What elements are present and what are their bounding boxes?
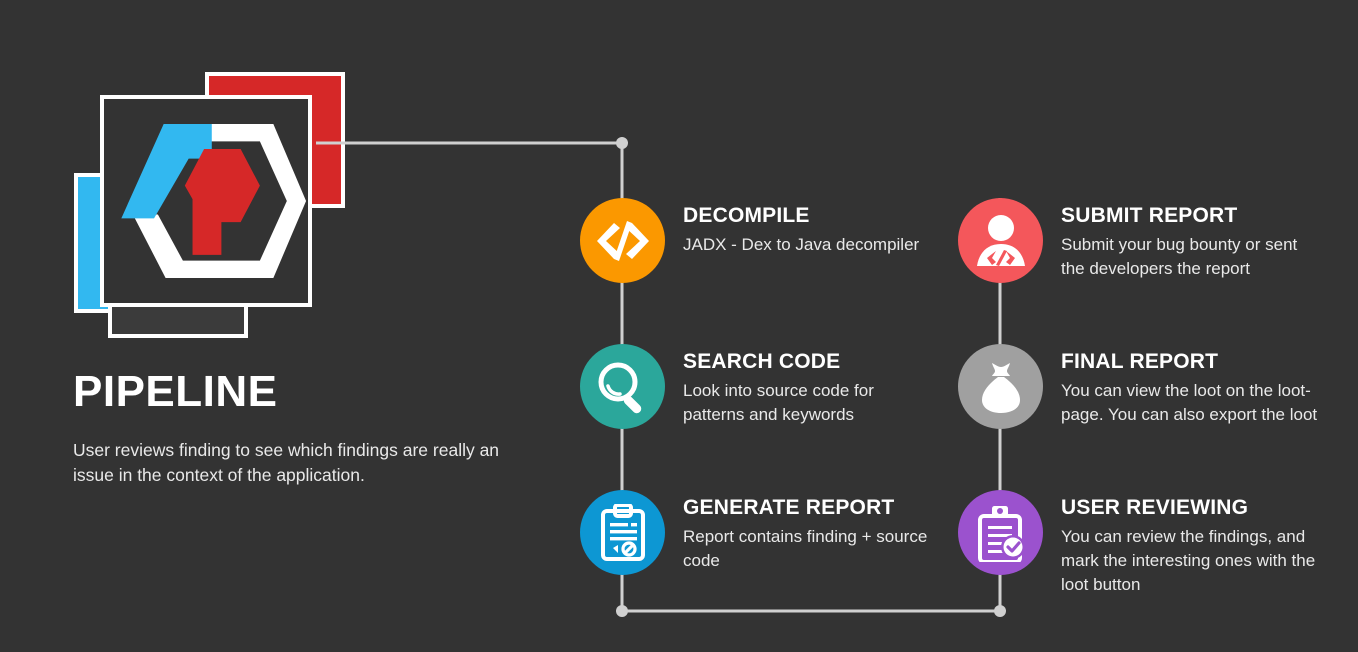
decompile-icon-circle[interactable]: [580, 198, 665, 283]
generate-report-text: GENERATE REPORT Report contains finding …: [665, 490, 935, 573]
submit-report-title: SUBMIT REPORT: [1061, 204, 1238, 227]
connector-dot-bottom-right: [994, 605, 1006, 617]
search-code-desc: Look into source code for patterns and k…: [683, 381, 874, 425]
clipboard-report-icon: [600, 503, 645, 561]
generate-report-desc: Report contains finding + source code: [683, 527, 928, 571]
step-generate-report[interactable]: GENERATE REPORT Report contains finding …: [580, 490, 935, 575]
page-subtitle: User reviews finding to see which findin…: [73, 440, 500, 486]
user-reviewing-desc: You can review the findings, and mark th…: [1061, 527, 1316, 595]
final-report-text: FINAL REPORT You can view the loot on th…: [1043, 344, 1323, 427]
final-report-title: FINAL REPORT: [1061, 350, 1219, 373]
step-user-reviewing[interactable]: USER REVIEWING You can review the findin…: [958, 490, 1323, 598]
generate-report-title: GENERATE REPORT: [683, 496, 895, 519]
decompile-text: DECOMPILE JADX - Dex to Java decompiler: [665, 198, 919, 257]
logo-card-main: [100, 95, 312, 307]
search-code-icon-circle[interactable]: [580, 344, 665, 429]
magnifying-glass-icon: [598, 362, 641, 413]
user-code-icon: [976, 214, 1025, 266]
search-code-text: SEARCH CODE Look into source code for pa…: [665, 344, 935, 427]
decompile-title: DECOMPILE: [683, 204, 810, 227]
user-reviewing-title: USER REVIEWING: [1061, 496, 1249, 519]
final-report-icon-circle[interactable]: [958, 344, 1043, 429]
step-submit-report[interactable]: SUBMIT REPORT Submit your bug bounty or …: [958, 198, 1323, 283]
step-search-code[interactable]: SEARCH CODE Look into source code for pa…: [580, 344, 935, 429]
decompile-desc: JADX - Dex to Java decompiler: [683, 235, 920, 255]
connector-dot-bottom-left: [616, 605, 628, 617]
page-title: PIPELINE: [73, 367, 278, 416]
search-code-title: SEARCH CODE: [683, 350, 841, 373]
submit-report-text: SUBMIT REPORT Submit your bug bounty or …: [1043, 198, 1323, 281]
step-final-report[interactable]: FINAL REPORT You can view the loot on th…: [958, 344, 1323, 429]
submit-report-desc: Submit your bug bounty or sent the devel…: [1061, 235, 1298, 279]
user-reviewing-icon-circle[interactable]: [958, 490, 1043, 575]
clipboard-check-icon: [977, 505, 1025, 562]
code-brackets-icon: [596, 220, 649, 261]
user-reviewing-text: USER REVIEWING You can review the findin…: [1043, 490, 1323, 598]
step-decompile[interactable]: DECOMPILE JADX - Dex to Java decompiler: [580, 198, 919, 283]
generate-report-icon-circle[interactable]: [580, 490, 665, 575]
loot-bag-icon: [981, 362, 1020, 413]
submit-report-icon-circle[interactable]: [958, 198, 1043, 283]
final-report-desc: You can view the loot on the loot-page. …: [1061, 381, 1318, 425]
connector-dot-top-left: [616, 137, 628, 149]
hexagon-arrow-logo-icon: [121, 124, 307, 278]
